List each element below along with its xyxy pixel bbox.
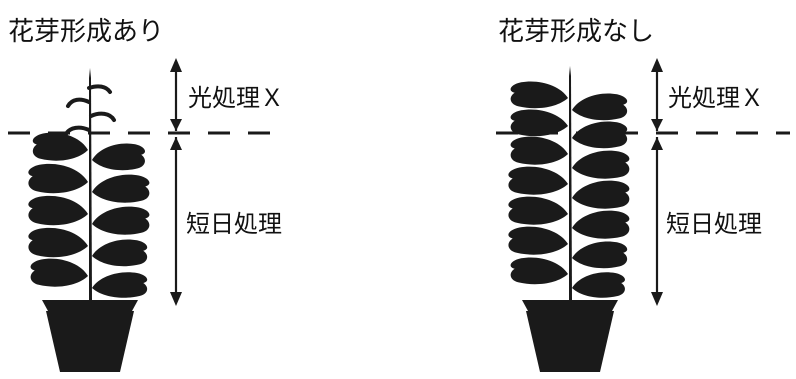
left-stem	[89, 68, 92, 300]
right-short-day-label: 短日処理	[666, 210, 762, 238]
left-leaves	[28, 132, 150, 298]
left-title: 花芽形成あり	[8, 17, 164, 47]
right-stem	[569, 66, 572, 300]
left-panel: 花芽形成あり	[8, 17, 288, 372]
left-short-day-label: 短日処理	[186, 210, 282, 238]
right-title: 花芽形成なし	[498, 17, 654, 47]
right-light-label: 光処理Ｘ	[668, 84, 764, 112]
right-leaves	[508, 81, 630, 298]
right-panel: 花芽形成なし	[496, 17, 790, 372]
left-arrows	[170, 58, 182, 306]
left-light-label: 光処理Ｘ	[188, 84, 284, 112]
right-pot	[522, 300, 618, 372]
right-arrows	[651, 58, 663, 306]
left-pot	[42, 300, 138, 372]
